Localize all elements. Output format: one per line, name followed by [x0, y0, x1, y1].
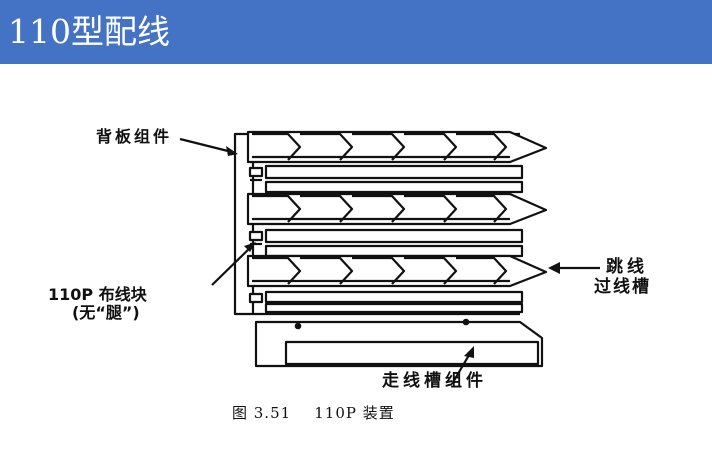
wiring-block-2 [246, 192, 548, 226]
label-wiring-block-line1: 110P 布线块 [48, 285, 147, 304]
rails-1 [248, 164, 524, 194]
title-bar: 110型配线 [0, 0, 712, 64]
rails-3 [248, 290, 524, 314]
wiring-block-1 [246, 130, 548, 164]
label-trough-assembly: 走线槽组件 [382, 371, 487, 391]
label-jumper-line2: 过线槽 [594, 277, 651, 297]
rails-2 [248, 228, 524, 258]
label-wiring-block-line2: (无“腿”) [72, 303, 140, 322]
wiring-block-3 [246, 254, 548, 288]
label-jumper-line1: 跳线 [606, 257, 648, 277]
label-backboard: 背板组件 [96, 127, 173, 146]
arrowheads [226, 146, 560, 358]
figure-caption: 图 3.51 110P 装置 [232, 404, 395, 422]
slide-title: 110型配线 [8, 12, 170, 51]
trough-assembly [254, 318, 544, 368]
110p-apparatus-diagram [179, 130, 600, 385]
